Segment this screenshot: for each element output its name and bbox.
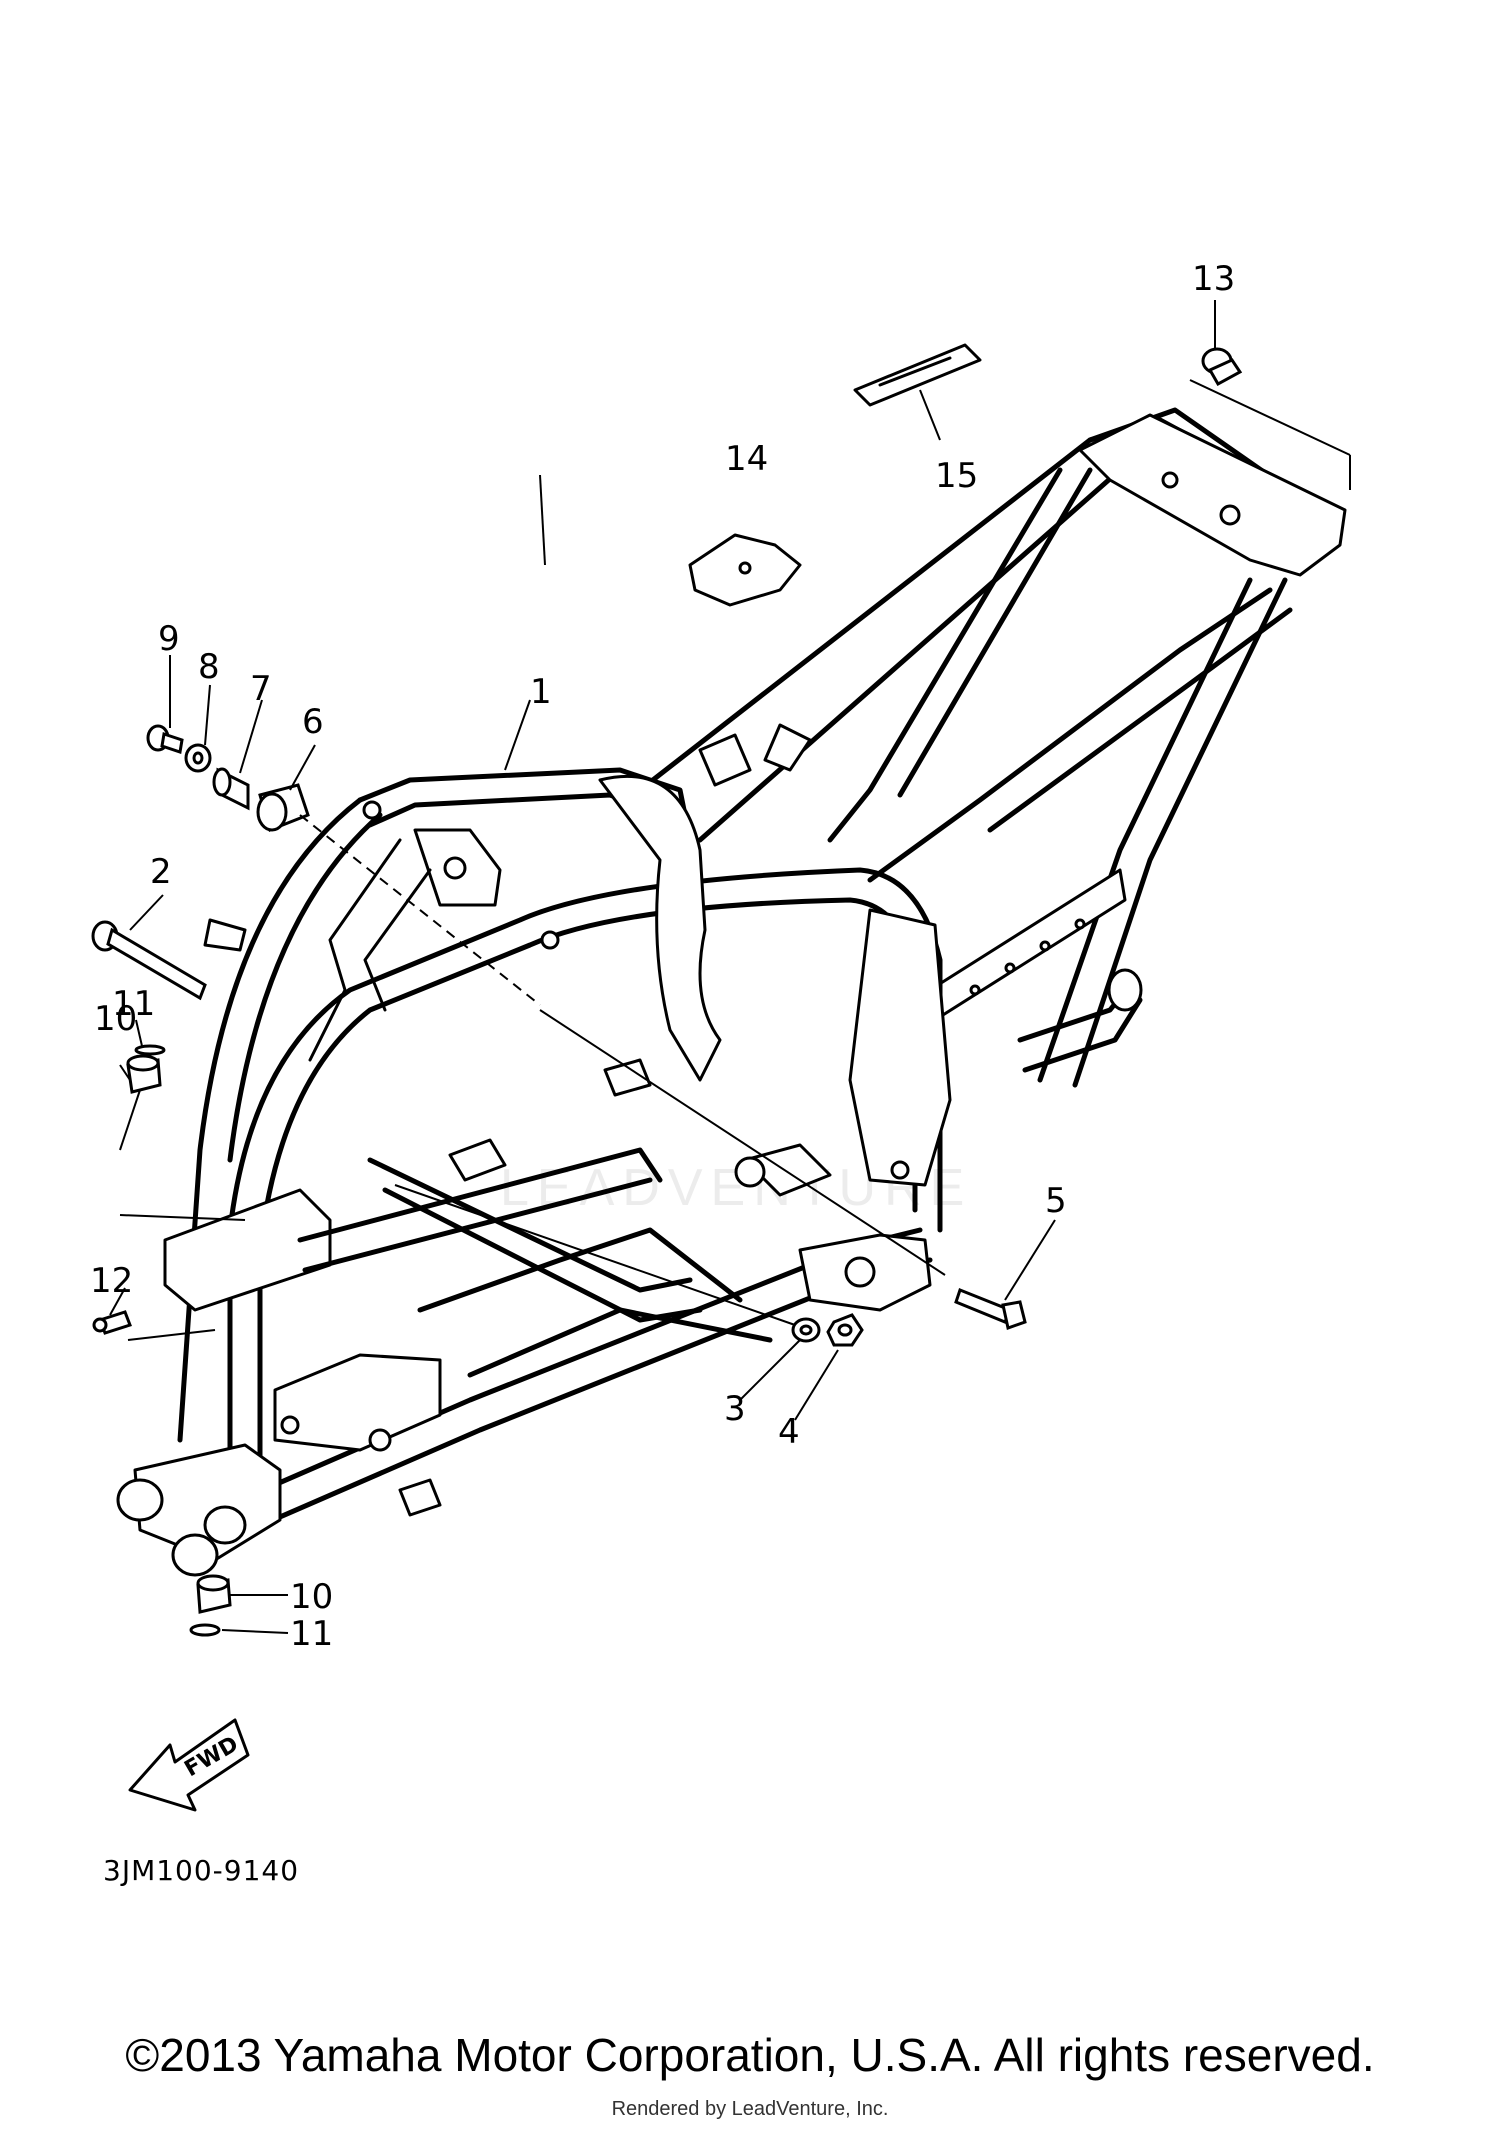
part-6-damper[interactable] [256, 783, 310, 833]
part-14-pad[interactable] [688, 533, 802, 607]
part-3-washer[interactable] [791, 1317, 821, 1343]
part-13-cap[interactable] [1201, 347, 1243, 387]
callout-numbers: 1 2 3 4 5 6 7 8 9 10 11 12 10 11 13 14 1… [90, 259, 1235, 1654]
rendered-by-note: Rendered by LeadVenture, Inc. [611, 2098, 889, 2120]
engine-mount-box [273, 1353, 442, 1452]
callout-11-upper: 11 [112, 984, 155, 1024]
callout-9: 9 [158, 619, 180, 659]
gusset-plate [598, 774, 722, 1082]
callout-11-lower: 11 [290, 1614, 333, 1654]
callout-3: 3 [724, 1389, 746, 1429]
callout-6: 6 [302, 702, 324, 742]
front-cradle-plate [163, 1188, 332, 1312]
copyright-notice: ©2013 Yamaha Motor Corporation, U.S.A. A… [125, 2029, 1375, 2081]
fwd-arrow: FWD [128, 1718, 250, 1812]
part-4-nut[interactable] [826, 1313, 864, 1347]
part-2-long-bolt[interactable] [91, 920, 207, 1001]
callout-10-upper: 10 [94, 999, 137, 1039]
part-12-nipple[interactable] [92, 1310, 132, 1335]
callout-1: 1 [530, 672, 552, 712]
callout-10-lower: 10 [290, 1577, 333, 1617]
part-5-pivot-bolt[interactable] [954, 1288, 1027, 1330]
part-10-rubber-damper-lower[interactable] [196, 1574, 232, 1614]
callout-5: 5 [1045, 1181, 1067, 1221]
part-8-washer[interactable] [184, 743, 212, 773]
leader-lines [109, 300, 1351, 1634]
part-11-clip-lower[interactable] [189, 1623, 221, 1637]
side-bracket-bar [928, 868, 1127, 1022]
part-9-bolt[interactable] [146, 724, 184, 754]
callout-15: 15 [935, 456, 978, 496]
right-gusset-plate [848, 908, 952, 1187]
rear-crossmember [1078, 413, 1347, 577]
callout-8: 8 [198, 647, 220, 687]
callout-14: 14 [725, 439, 768, 479]
callout-4: 4 [778, 1412, 800, 1452]
callout-13: 13 [1192, 259, 1235, 299]
callout-7: 7 [250, 669, 272, 709]
diagram-reference-code: 3JM100-9140 [103, 1854, 299, 1887]
fwd-arrow-icon [128, 1718, 250, 1812]
part-15-label[interactable] [853, 343, 982, 407]
part-11-clip-upper[interactable] [134, 1044, 166, 1056]
callout-2: 2 [150, 852, 172, 892]
frame-body [116, 407, 1347, 1577]
part-7-collar[interactable] [212, 767, 250, 811]
part-10-rubber-damper-upper[interactable] [126, 1054, 162, 1094]
callout-12: 12 [90, 1261, 133, 1301]
